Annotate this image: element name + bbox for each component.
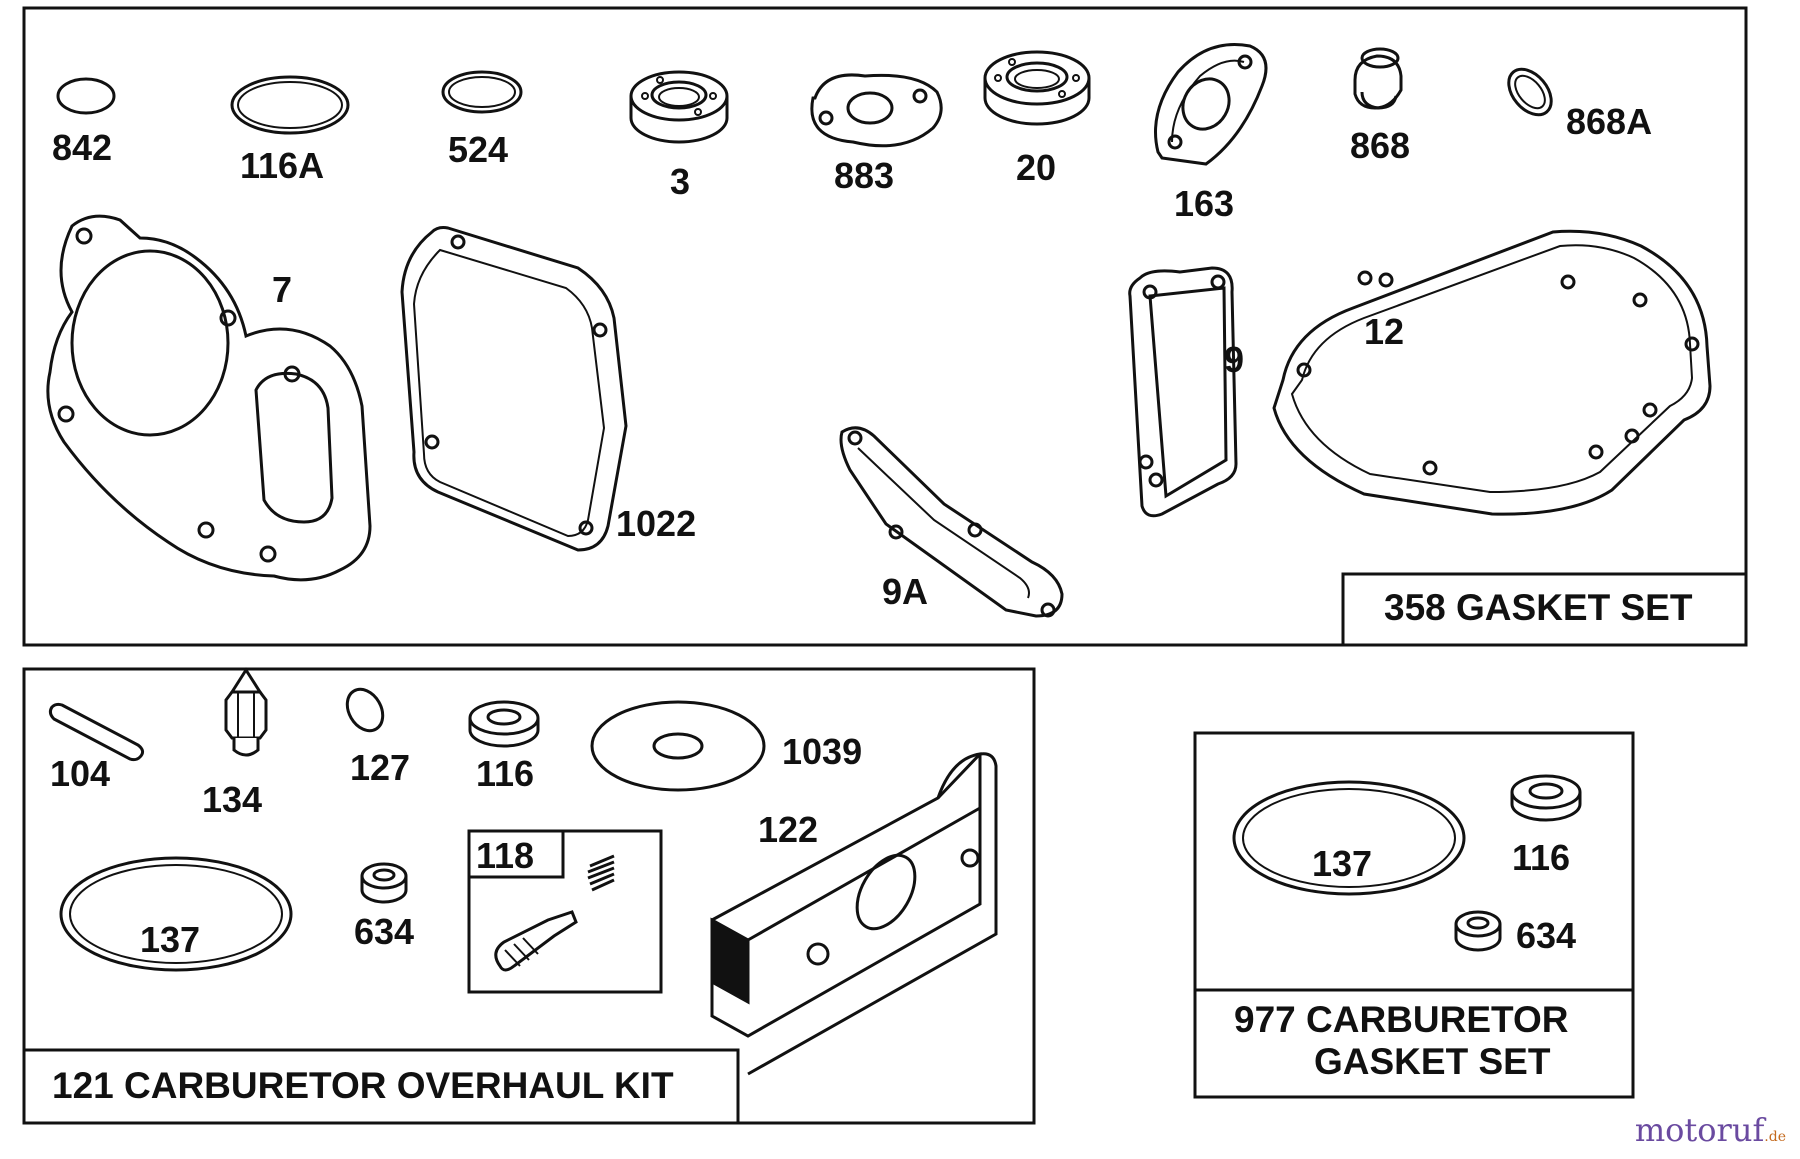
gasket-set-title-box [1341, 572, 1748, 647]
watermark: motoruf.de [1635, 1111, 1786, 1149]
part-20-seal [983, 50, 1091, 126]
part-524-shape [441, 70, 523, 114]
overhaul-kit-title-box [22, 1048, 740, 1125]
part-118-screw-spring [494, 854, 615, 972]
part-9-gasket [1128, 266, 1238, 518]
subkit-118-label-box [467, 829, 565, 879]
carb-gasket-title-box [1193, 988, 1635, 1099]
label-163: 163 [1174, 183, 1235, 224]
part-1039-diaphragm [590, 700, 766, 792]
label-868: 868 [1350, 125, 1411, 166]
part-7-head-gasket [46, 214, 372, 582]
part-116b-washer [1510, 774, 1582, 822]
label-116b: 116 [1512, 837, 1571, 878]
label-116: 116 [476, 753, 535, 794]
part-634-washer [360, 862, 408, 904]
watermark-brand: motoruf [1634, 1111, 1765, 1149]
label-868A: 868A [1566, 101, 1653, 142]
overhaul-kit-title: 121 CARBURETOR OVERHAUL KIT [52, 1065, 674, 1106]
label-12: 12 [1364, 311, 1405, 352]
part-104-pin [48, 702, 145, 762]
label-122: 122 [758, 809, 819, 850]
label-3: 3 [670, 161, 691, 202]
label-104: 104 [50, 753, 111, 794]
carb-gasket-title-line1: 977 CARBURETOR [1234, 999, 1569, 1040]
label-1039: 1039 [782, 731, 863, 772]
subkit-118-frame [467, 829, 663, 994]
part-868A-shape [1507, 67, 1553, 117]
label-883: 883 [834, 155, 895, 196]
gasket-set-title: 358 GASKET SET [1384, 587, 1693, 628]
part-116-washer [468, 700, 540, 748]
part-137b-ring [1232, 780, 1466, 896]
label-634b: 634 [1516, 915, 1577, 956]
part-9A-gasket [839, 426, 1064, 618]
gasket-set-frame [22, 6, 1748, 647]
label-137b: 137 [1312, 843, 1373, 884]
label-842: 842 [52, 127, 113, 168]
part-634b-washer [1454, 910, 1502, 952]
part-868-valve-seal [1353, 47, 1403, 110]
label-118: 118 [476, 835, 535, 876]
part-116A-shape [230, 75, 350, 135]
label-634: 634 [354, 911, 415, 952]
part-134-needle [224, 667, 268, 757]
part-116A-inner [237, 81, 343, 129]
carb-gasket-title-line2: GASKET SET [1314, 1041, 1551, 1082]
part-883-gasket [810, 73, 943, 148]
label-7: 7 [272, 269, 293, 310]
part-868A-inner [1514, 74, 1546, 110]
part-163-gasket [1154, 42, 1268, 166]
part-524-inner [448, 76, 516, 108]
label-1022: 1022 [616, 503, 697, 544]
label-9: 9 [1224, 339, 1245, 380]
label-524: 524 [448, 129, 509, 170]
part-842-shape [56, 77, 116, 115]
part-122-spacer [710, 752, 998, 1076]
watermark-tld: .de [1764, 1129, 1786, 1145]
label-137: 137 [140, 919, 201, 960]
label-116A: 116A [240, 145, 325, 186]
part-137-ring [59, 856, 293, 972]
label-9A: 9A [882, 571, 929, 612]
part-12-crankcase-gasket [1272, 229, 1712, 516]
label-20: 20 [1016, 147, 1057, 188]
label-134: 134 [202, 779, 263, 820]
label-127: 127 [350, 747, 411, 788]
part-127-plug [345, 687, 385, 733]
part-1022-gasket [400, 226, 628, 552]
part-3-seal [629, 70, 729, 144]
